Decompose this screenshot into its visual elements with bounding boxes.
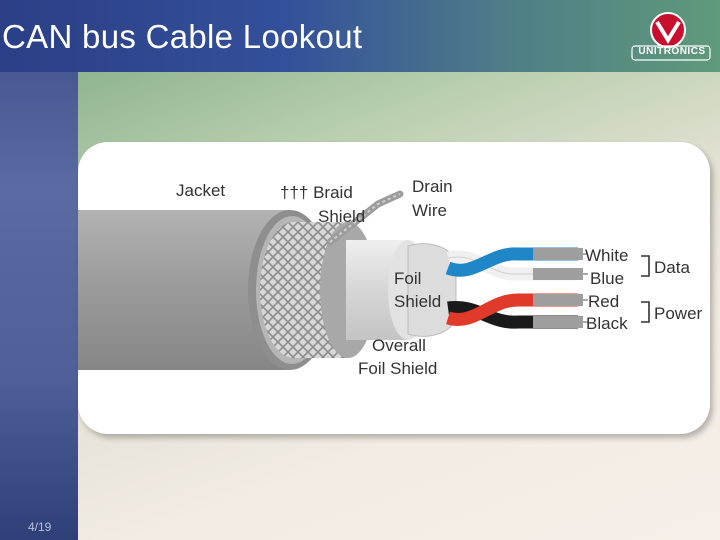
blue-wire-label: Blue	[590, 269, 624, 288]
overall-label-line2: Foil Shield	[358, 359, 437, 378]
white-wire-label: White	[585, 246, 628, 265]
jacket-label: Jacket	[176, 181, 225, 200]
data-pair-label: Data	[654, 258, 690, 277]
drain-label-line1: Drain	[412, 177, 453, 196]
overall-label-line1: Overall	[372, 336, 426, 355]
power-pair-wires	[448, 294, 583, 328]
title-bar: CAN bus Cable Lookout	[0, 0, 720, 72]
power-pair-label: Power	[654, 304, 703, 323]
cable-diagram-panel: Jacket ††† Braid Shield Drain Wire Foil …	[78, 142, 710, 434]
braid-label-line1: ††† Braid	[280, 183, 353, 202]
red-wire-label: Red	[588, 292, 619, 311]
power-bracket	[641, 302, 649, 322]
page-number: 4/19	[28, 520, 51, 534]
slide-title: CAN bus Cable Lookout	[2, 18, 362, 56]
logo-text: UNITRONICS	[632, 46, 712, 57]
data-pair-wires	[448, 248, 583, 280]
braid-label-line2: Shield	[318, 207, 365, 226]
drain-label-line2: Wire	[412, 201, 447, 220]
data-bracket	[641, 256, 649, 276]
can-cable-diagram: Jacket ††† Braid Shield Drain Wire Foil …	[78, 142, 710, 434]
black-wire-label: Black	[586, 314, 628, 333]
foil-label-line2: Shield	[394, 292, 441, 311]
foil-label-line1: Foil	[394, 269, 421, 288]
left-accent-strip	[0, 0, 78, 540]
